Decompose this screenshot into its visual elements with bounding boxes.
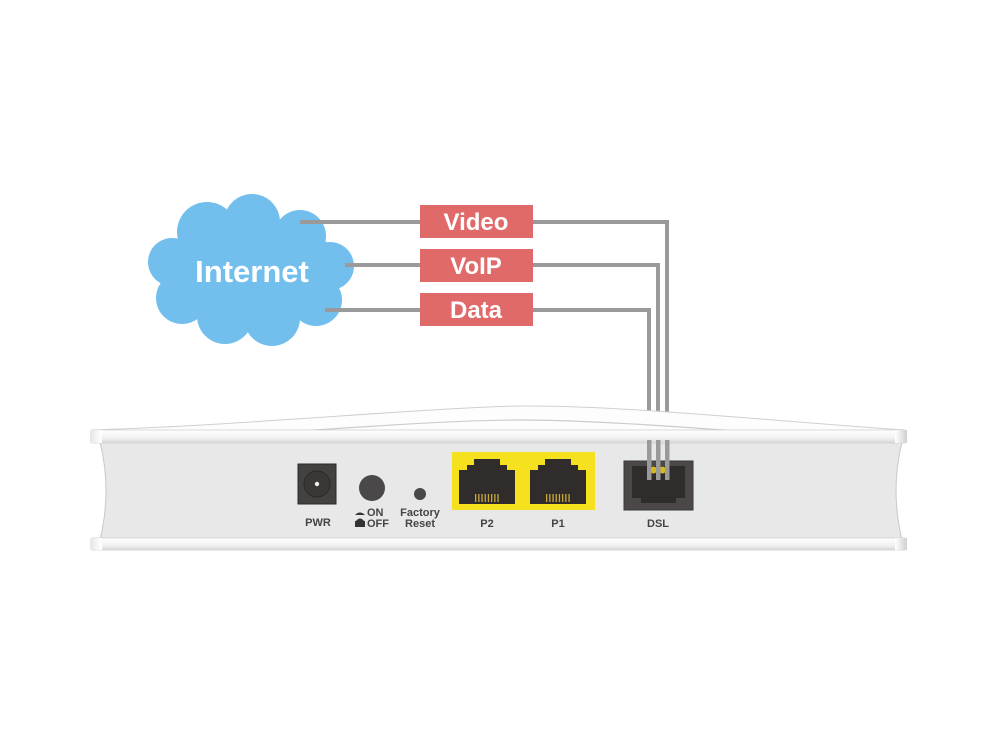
switch-on-label: ON [367, 507, 384, 519]
rj45-socket-icon [530, 459, 586, 504]
rj45-pin [478, 494, 480, 502]
service-box [420, 249, 533, 282]
factory-reset-button[interactable]: Factory Reset [400, 488, 441, 530]
service-label-voip: VoIP [420, 249, 533, 282]
rj45-pins [475, 494, 499, 502]
router-bottom-rail [91, 537, 906, 551]
service-label-data: Data [420, 293, 533, 326]
rj45-pin [549, 494, 551, 502]
factory-label: Factory [400, 507, 441, 519]
rj45-pins [546, 494, 570, 502]
lan-ports: P2 P1 [452, 452, 595, 530]
rail-cap-left [90, 538, 102, 550]
rj45-pin [491, 494, 493, 502]
service-text: VoIP [450, 253, 502, 280]
rj45-pin [562, 494, 564, 502]
rj45-pin [487, 494, 490, 502]
rj45-socket-icon [459, 459, 515, 504]
rj45-pin [546, 494, 548, 502]
reset-label: Reset [405, 518, 435, 530]
switch-on-icon [355, 512, 365, 515]
switch-off-label: OFF [367, 518, 389, 530]
p2-label: P2 [480, 518, 493, 530]
power-switch[interactable]: ON OFF [355, 475, 389, 530]
pwr-label: PWR [305, 517, 331, 529]
lan-port-p1[interactable]: P1 [530, 459, 586, 530]
rj45-pin [568, 494, 570, 502]
power-switch-button[interactable] [359, 475, 385, 501]
internet-cloud: Internet [148, 194, 354, 346]
power-jack[interactable]: PWR [297, 463, 337, 529]
lan-port-p2[interactable]: P2 [459, 459, 515, 530]
rj45-pin [481, 494, 483, 502]
service-text: Data [450, 297, 503, 324]
rail-cap-left [90, 430, 102, 443]
rj45-pin [475, 494, 477, 502]
rj45-pin [484, 494, 486, 502]
rail-cap-right [895, 538, 907, 550]
router-top-rail [91, 429, 906, 444]
switch-off-icon [355, 518, 365, 527]
dsl-contact [650, 466, 657, 474]
rail-cap-right [895, 430, 907, 443]
service-box [420, 293, 533, 326]
plug-strand [656, 440, 661, 480]
dsl-plug-wires [647, 440, 670, 480]
rj45-pin [565, 494, 567, 502]
power-jack-pin [314, 481, 320, 487]
dsl-port[interactable]: DSL [623, 460, 694, 530]
plug-strand [647, 440, 652, 480]
router-rear-panel: PWR ON OFF Factory Reset [90, 405, 907, 551]
p1-label: P1 [551, 518, 564, 530]
rj45-pin [558, 494, 561, 502]
service-label-video: Video [420, 205, 533, 238]
service-text: Video [444, 209, 509, 236]
rj45-pin [552, 494, 554, 502]
rj45-pin [494, 494, 496, 502]
reset-pinhole[interactable] [414, 488, 426, 500]
plug-strand [665, 440, 670, 480]
cloud-icon [148, 194, 354, 346]
rj45-pin [555, 494, 557, 502]
rj11-socket-icon [632, 466, 685, 503]
rj45-pin [497, 494, 499, 502]
dsl-contact [659, 466, 666, 474]
service-box [420, 205, 533, 238]
cloud-label: Internet [195, 254, 309, 289]
dsl-label: DSL [647, 518, 669, 530]
